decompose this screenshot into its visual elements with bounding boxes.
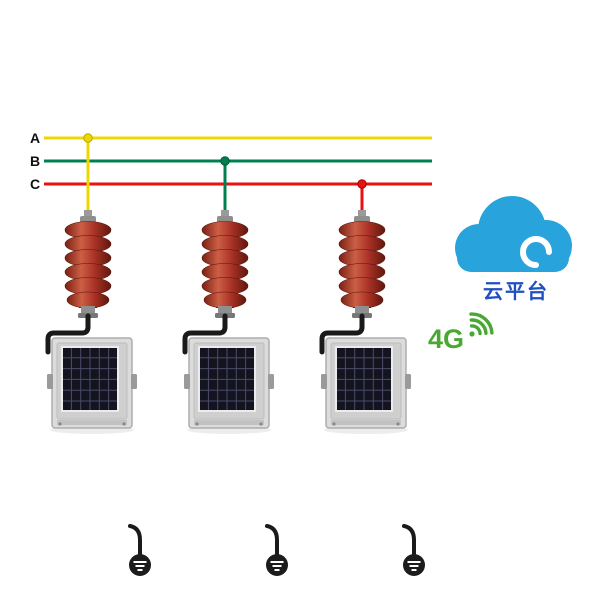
monitor-unit-phase-c bbox=[319, 209, 426, 577]
phase-b-junction-dot bbox=[220, 156, 230, 166]
device-to-ground-cable bbox=[265, 524, 279, 556]
surge-arrester-icon bbox=[201, 209, 249, 319]
wireless-link: 4G bbox=[428, 312, 494, 354]
earth-ground-icon bbox=[265, 553, 289, 577]
phase-lines: A B C bbox=[30, 130, 432, 192]
phase-a-label: A bbox=[30, 130, 40, 146]
wifi-signal-icon bbox=[469, 312, 494, 337]
phase-a-junction-dot bbox=[83, 133, 93, 143]
monitoring-device-icon bbox=[46, 337, 138, 435]
monitor-unit-phase-b bbox=[182, 209, 289, 577]
device-to-ground-cable bbox=[402, 524, 416, 556]
monitoring-device-icon bbox=[183, 337, 275, 435]
drop-wires bbox=[83, 133, 367, 212]
surge-arrester-icon bbox=[64, 209, 112, 319]
phase-c-label: C bbox=[30, 176, 40, 192]
arrester-to-device-cable bbox=[45, 313, 91, 355]
phase-b-label: B bbox=[30, 153, 40, 169]
earth-ground-icon bbox=[402, 553, 426, 577]
cloud-platform: 云平台 bbox=[455, 196, 572, 303]
surge-arrester-icon bbox=[338, 209, 386, 319]
cloud-platform-label: 云平台 bbox=[483, 279, 549, 303]
cloud-swirl bbox=[520, 236, 552, 268]
cloud-icon bbox=[455, 196, 572, 272]
arrester-to-device-cable bbox=[319, 313, 365, 355]
earth-ground-icon bbox=[128, 553, 152, 577]
arrester-to-device-cable bbox=[182, 313, 228, 355]
phase-c-junction-dot bbox=[357, 179, 367, 189]
monitor-unit-phase-a bbox=[45, 209, 152, 577]
monitoring-device-icon bbox=[320, 337, 412, 435]
device-to-ground-cable bbox=[128, 524, 142, 556]
network-4g-label: 4G bbox=[428, 324, 464, 354]
